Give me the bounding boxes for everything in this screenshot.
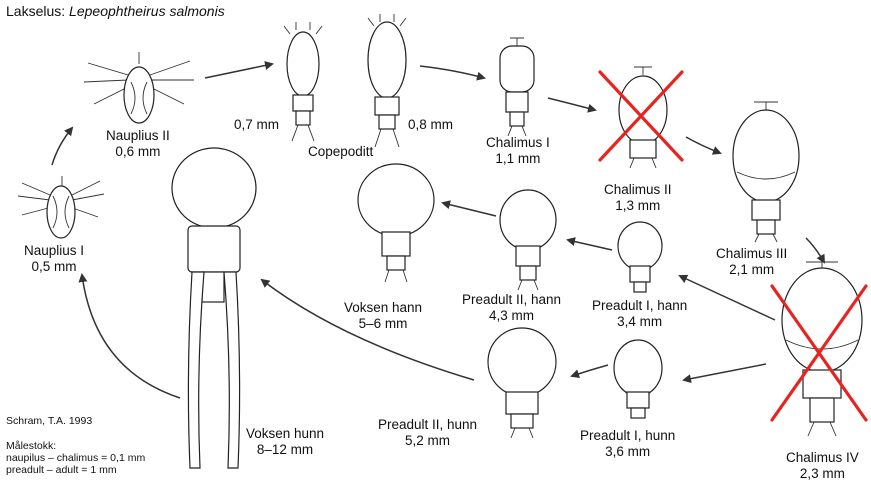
label-chalimus-4: Chalimus IV 2,3 mm bbox=[786, 450, 859, 482]
arrow-pa1-pa2-female bbox=[572, 365, 608, 376]
label-adult-female: Voksen hunn 8–12 mm bbox=[246, 426, 324, 458]
label-chalimus-3: Chalimus III 2,1 mm bbox=[716, 246, 787, 278]
label-chalimus-1: Chalimus I 1,1 mm bbox=[486, 135, 550, 167]
arrow-c4-pa1-female bbox=[684, 364, 766, 380]
arrow-pa2-adult-male bbox=[443, 203, 496, 216]
adult-female-figure bbox=[172, 148, 256, 468]
chalimus-3-figure bbox=[733, 102, 799, 242]
label-chalimus-2: Chalimus II 1,3 mm bbox=[604, 182, 672, 214]
label-nauplius-2: Nauplius II 0,6 mm bbox=[106, 128, 170, 160]
arrow-c1-c2 bbox=[548, 98, 595, 110]
arrow-c3-c4 bbox=[806, 238, 824, 262]
scale-note: Målestokk: naupilus – chalimus = 0,1 mm … bbox=[6, 440, 145, 476]
label-preadult-1-male: Preadult I, hann 3,4 mm bbox=[592, 298, 687, 330]
arrow-pa1-pa2-male bbox=[568, 240, 612, 250]
label-preadult-2-female: Preadult II, hunn 5,2 mm bbox=[378, 417, 477, 449]
preadult-2-male-figure bbox=[500, 190, 556, 290]
label-copepodid-size-a: 0,7 mm bbox=[234, 117, 279, 133]
arrow-c2-c3 bbox=[686, 137, 720, 153]
adult-male-figure bbox=[358, 164, 434, 282]
copepodid-large-figure bbox=[368, 14, 406, 147]
nauplius-2-figure bbox=[84, 52, 194, 123]
copepodid-small-figure bbox=[284, 22, 322, 141]
arrow-n2-copepodid bbox=[205, 64, 272, 78]
label-adult-male: Voksen hann 5–6 mm bbox=[344, 300, 422, 332]
label-preadult-1-female: Preadult I, hunn 3,6 mm bbox=[580, 428, 675, 460]
arrow-adult-female-n1 bbox=[82, 275, 180, 398]
label-nauplius-1: Nauplius I 0,5 mm bbox=[24, 243, 84, 275]
label-copepodid-size-b: 0,8 mm bbox=[408, 117, 453, 133]
nauplius-1-figure bbox=[18, 176, 104, 238]
label-preadult-2-male: Preadult II, hann 4,3 mm bbox=[462, 292, 561, 324]
preadult-1-female-figure bbox=[614, 340, 662, 418]
cycle-arrows bbox=[52, 64, 824, 398]
chalimus-1-figure bbox=[500, 38, 534, 136]
arrow-n1-n2 bbox=[52, 128, 72, 165]
label-copepodid: Copepoditt bbox=[308, 144, 373, 160]
credit: Schram, T.A. 1993 bbox=[6, 415, 92, 427]
preadult-2-female-figure bbox=[488, 328, 556, 438]
arrow-c4-pa1-male bbox=[680, 276, 775, 320]
preadult-1-male-figure bbox=[618, 222, 662, 292]
arrow-copepodid-c1 bbox=[420, 66, 484, 78]
